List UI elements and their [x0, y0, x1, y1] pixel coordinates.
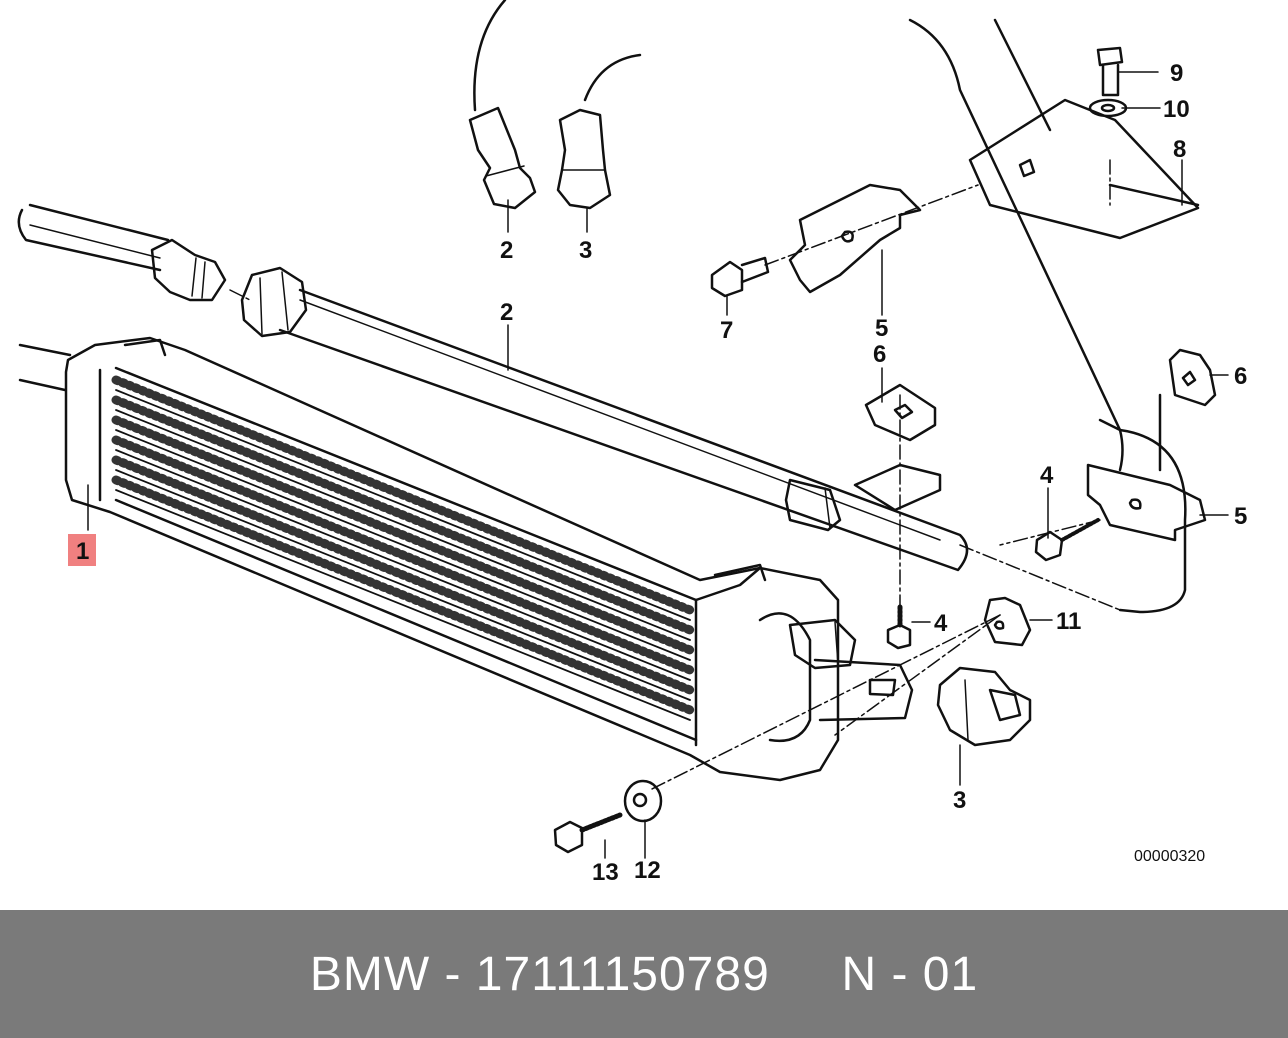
- callout-11[interactable]: 11: [1056, 608, 1081, 635]
- bolt-7: [710, 256, 770, 298]
- callout-5-mid[interactable]: 5: [875, 315, 888, 342]
- callout-3-nut[interactable]: 3: [953, 787, 966, 814]
- speed-nut-6-mid: [853, 383, 942, 512]
- support-bracket: [908, 18, 1200, 614]
- callout-4-right[interactable]: 4: [1040, 462, 1054, 489]
- callout-10[interactable]: 10: [1163, 96, 1190, 123]
- speed-nut-6-right: [1168, 348, 1217, 407]
- screw-4-right: [1034, 518, 1100, 562]
- oil-cooler-radiator: [18, 336, 914, 782]
- clip-nut-11: [983, 596, 1032, 647]
- temperature-sender-3: [556, 53, 642, 210]
- callout-3-sender[interactable]: 3: [579, 237, 592, 264]
- parts-diagram: 1 2 3 2 7 5 6 9 10 8 6 4 5 4 11 3 13 12: [17, 0, 1247, 886]
- bolt-9: [1096, 46, 1124, 97]
- part-footer-bar: BMW - 17111150789 N - 01: [0, 910, 1288, 1038]
- washer-12: [623, 779, 663, 823]
- callout-12[interactable]: 12: [634, 857, 661, 884]
- clamp-5-mid: [788, 183, 922, 294]
- assembly-axis-lines: [229, 159, 1121, 791]
- callout-7[interactable]: 7: [720, 317, 733, 344]
- callout-1[interactable]: 1: [76, 538, 89, 565]
- callout-6-mid[interactable]: 6: [873, 341, 886, 368]
- washer-10: [1088, 98, 1128, 118]
- callout-4-mid[interactable]: 4: [934, 610, 948, 637]
- hex-nut-3-bottom: [936, 666, 1032, 747]
- callout-1-highlight: [68, 534, 96, 566]
- callout-6-right[interactable]: 6: [1234, 363, 1247, 390]
- callout-5-right[interactable]: 5: [1234, 503, 1247, 530]
- callout-2-sender[interactable]: 2: [500, 237, 513, 264]
- callout-9[interactable]: 9: [1170, 60, 1183, 87]
- screw-4-mid: [886, 602, 912, 650]
- callout-8[interactable]: 8: [1173, 136, 1186, 163]
- part-number-caption: BMW - 17111150789 N - 01: [309, 947, 979, 1001]
- diagram-reference-number: 00000320: [1134, 848, 1206, 865]
- leader-lines: [87, 71, 1229, 859]
- clamp-5-right: [1086, 463, 1207, 542]
- callout-13[interactable]: 13: [592, 859, 619, 886]
- coolant-pipe: [17, 203, 969, 572]
- temperature-sender-2: [468, 0, 537, 210]
- callout-2-pipe[interactable]: 2: [500, 299, 513, 326]
- screw-13: [553, 812, 623, 854]
